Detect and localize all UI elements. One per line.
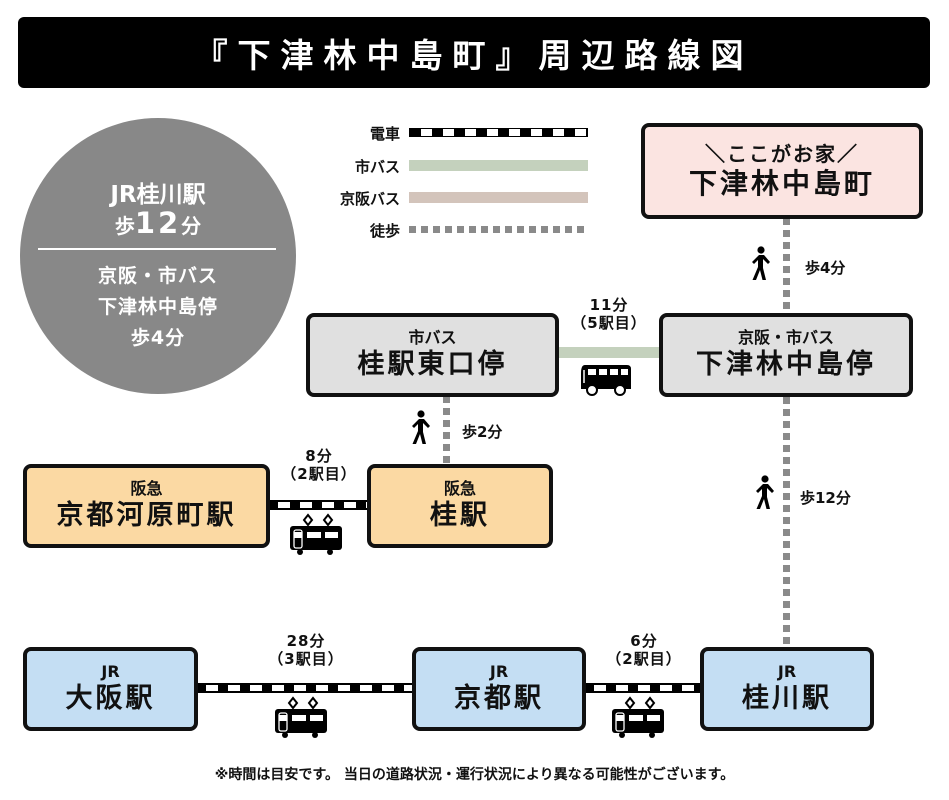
summary-divider	[38, 248, 276, 250]
walk-line-home-to-stop	[783, 218, 790, 314]
walking-person-icon	[756, 475, 774, 509]
summary-station: JR桂川駅	[110, 182, 206, 208]
legend-label-train: 電車	[369, 125, 400, 143]
train-icon	[290, 513, 342, 555]
city-bus-line	[557, 347, 663, 358]
hankyu-rail-line	[268, 500, 370, 510]
bus-icon	[581, 365, 631, 396]
segment-jr-osaka-kyoto-label: 28分 （3駅目）	[268, 632, 344, 668]
footer-note: ※時間は目安です。 当日の道路状況・運行状況により異なる可能性がございます。	[214, 767, 735, 783]
station-osaka: JR 大阪駅	[23, 647, 198, 731]
train-icon	[275, 696, 327, 738]
station-kawaramachi: 阪急 京都河原町駅	[23, 464, 270, 548]
walking-person-icon	[752, 246, 770, 280]
station-kyoto: JR 京都駅	[412, 647, 586, 731]
segment-jr-kyoto-katsuragawa-label: 6分 （2駅目）	[606, 632, 682, 668]
home-caption: ＼ここがお家／	[705, 142, 859, 166]
station-hankyu-katsura: 阪急 桂駅	[367, 464, 553, 548]
summary-bus-info: 京阪・市バス 下津林中島停 歩4分	[97, 265, 218, 349]
train-icon	[612, 696, 664, 738]
walking-person-icon	[412, 410, 430, 444]
walk-line-stop-to-jr	[783, 397, 790, 647]
legend-label-walk: 徒歩	[369, 222, 400, 240]
station-katsura-higashiguchi: 市バス 桂駅東口停	[306, 313, 559, 397]
walk-time-stop-to-jr: 歩12分	[800, 489, 851, 507]
legend-city-bus-line	[409, 160, 588, 171]
page-title: 『下津林中島町』周辺路線図	[194, 35, 754, 75]
jr-rail-line-kyoto-katsuragawa	[584, 683, 704, 693]
legend-walk-line	[409, 226, 588, 233]
walk-line-bus-to-hankyu	[443, 396, 450, 466]
station-shimotsubayashi-stop: 京阪・市バス 下津林中島停	[659, 313, 913, 397]
legend-label-city-bus: 市バス	[354, 158, 400, 176]
station-katsuragawa: JR 桂川駅	[700, 647, 874, 731]
segment-bus-label: 11分 （5駅目）	[571, 296, 647, 332]
summary-walk-time: 歩12分	[114, 206, 202, 240]
title-bar: 『下津林中島町』周辺路線図	[18, 17, 930, 88]
walk-time-bus-to-hankyu: 歩2分	[462, 423, 503, 441]
walk-time-home: 歩4分	[805, 259, 846, 277]
legend-train-line	[409, 128, 588, 137]
home-name: 下津林中島町	[688, 167, 875, 200]
legend-keihan-bus-line	[409, 192, 588, 203]
segment-hankyu-label: 8分 （2駅目）	[281, 447, 357, 483]
station-home: ＼ここがお家／ 下津林中島町	[641, 123, 923, 219]
jr-rail-line-osaka-kyoto	[196, 683, 416, 693]
summary-circle: JR桂川駅 歩12分 京阪・市バス 下津林中島停 歩4分	[20, 118, 296, 394]
legend-label-keihan-bus: 京阪バス	[339, 190, 400, 208]
